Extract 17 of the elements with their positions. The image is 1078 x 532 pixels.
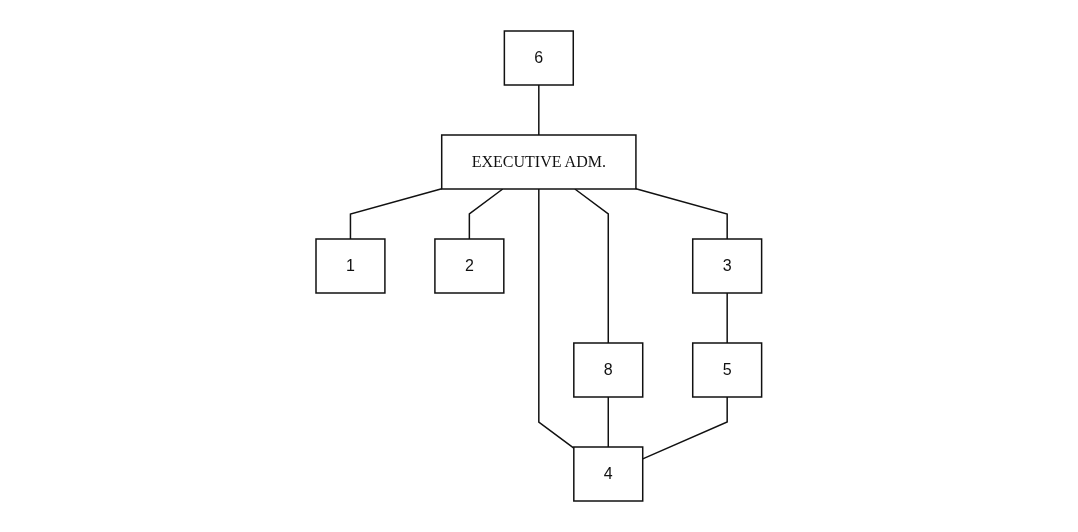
node-box: 5 — [692, 342, 763, 398]
connector — [468, 188, 504, 240]
node-box: 3 — [692, 238, 763, 294]
connector — [642, 396, 729, 460]
connector — [635, 188, 729, 240]
node-box: 2 — [434, 238, 505, 294]
connector — [538, 188, 575, 449]
node-box: EXECUTIVE ADM. — [441, 134, 637, 190]
connector — [607, 396, 610, 448]
node-box: 8 — [573, 342, 644, 398]
connector — [538, 84, 540, 136]
node-box: 1 — [315, 238, 386, 294]
connector — [349, 188, 443, 240]
node-box: 4 — [573, 446, 644, 502]
connector — [726, 292, 729, 344]
node-box: 6 — [503, 30, 575, 86]
connector — [574, 188, 610, 344]
